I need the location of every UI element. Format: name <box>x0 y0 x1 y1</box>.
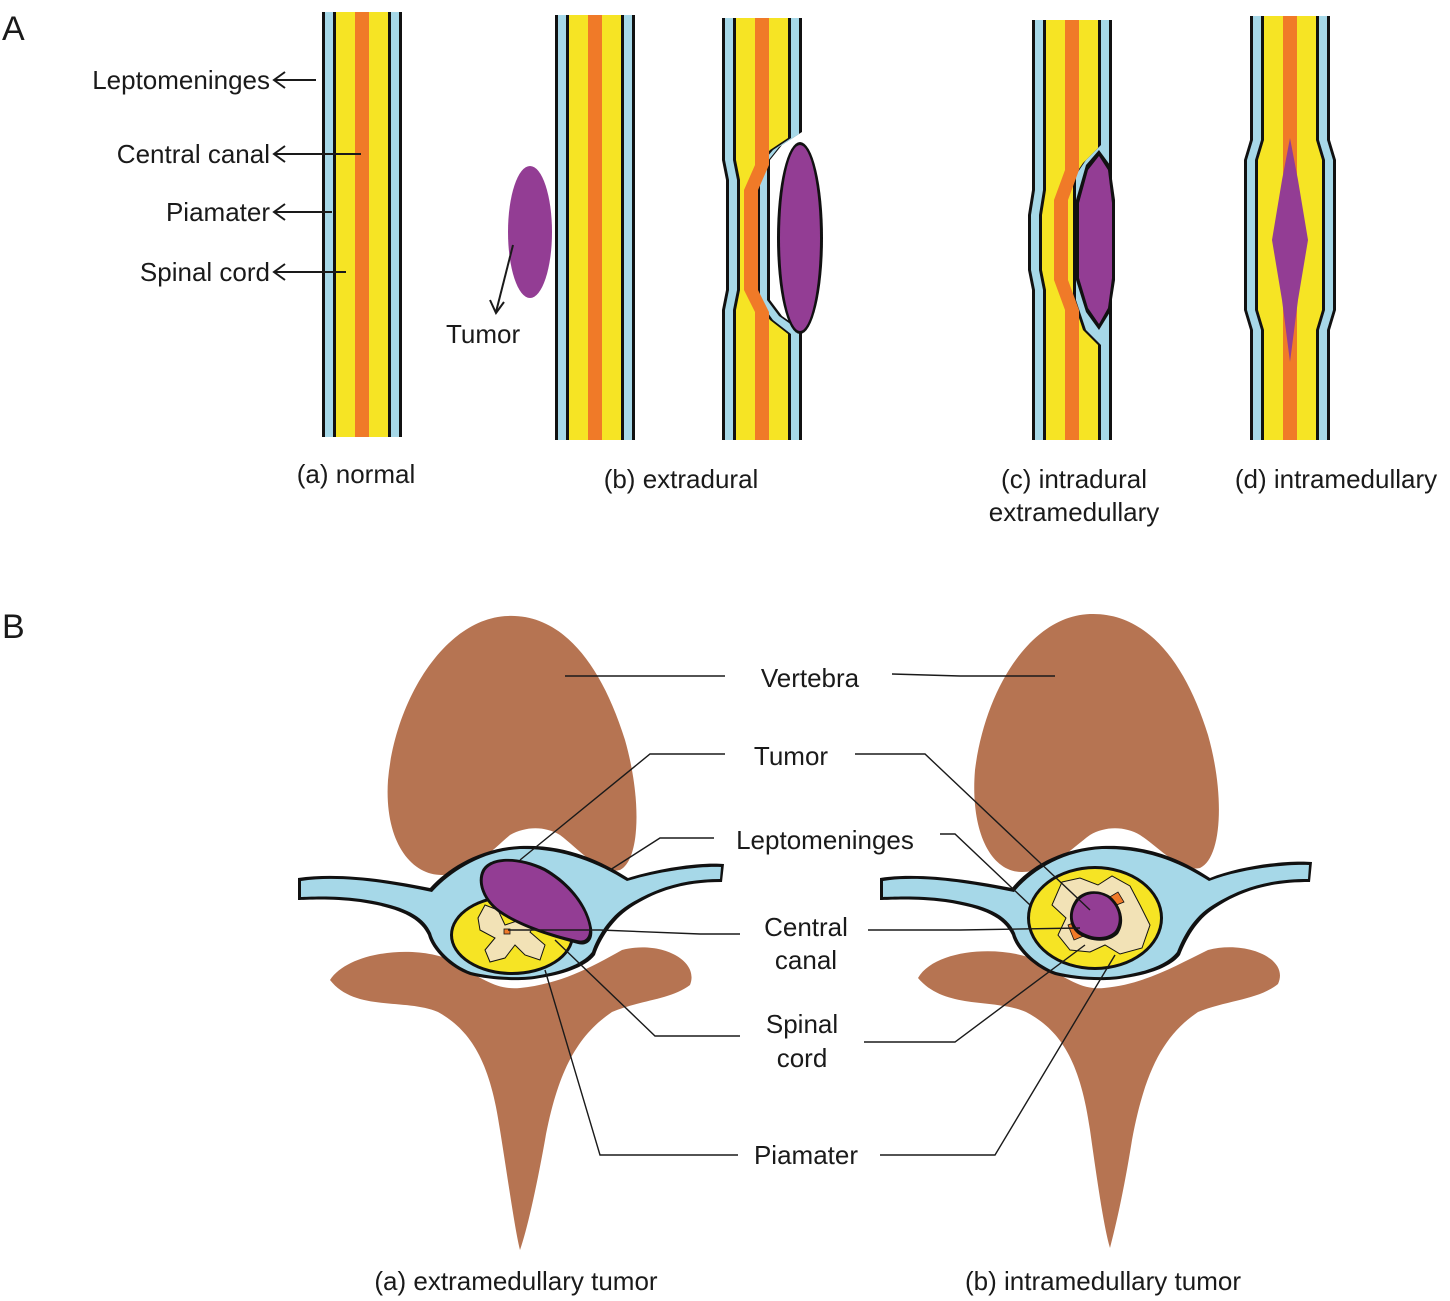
caption-extradural: (b) extradural <box>604 464 759 494</box>
caption-extramedullary-tumor: (a) extramedullary tumor <box>374 1266 658 1296</box>
label-tumor-b: Tumor <box>754 741 828 771</box>
label-piamater-a: Piamater <box>166 197 332 227</box>
label-central-line2: canal <box>775 945 837 975</box>
svg-text:Central canal: Central canal <box>117 139 270 169</box>
label-spinal-cord-a: Spinal cord <box>140 257 346 287</box>
caption-intramedullary-a: (d) intramedullary <box>1235 464 1437 494</box>
label-vertebra: Vertebra <box>761 663 860 693</box>
label-leptomeninges-b: Leptomeninges <box>736 825 914 855</box>
svg-text:Leptomeninges: Leptomeninges <box>92 65 270 95</box>
column-extradural-straight <box>555 15 635 440</box>
vertebra-left <box>330 615 692 1250</box>
label-spinal-line2: cord <box>777 1043 828 1073</box>
caption-intradural-line1: (c) intradural <box>1001 464 1147 494</box>
column-intramedullary <box>1244 16 1336 440</box>
leaders-left <box>508 675 740 1156</box>
svg-text:Piamater: Piamater <box>166 197 270 227</box>
svg-text:Spinal cord: Spinal cord <box>140 257 270 287</box>
leaders-right <box>855 673 1116 1156</box>
label-piamater-b: Piamater <box>754 1140 858 1170</box>
svg-text:Tumor: Tumor <box>446 319 520 349</box>
caption-intramedullary-tumor: (b) intramedullary tumor <box>965 1266 1241 1296</box>
panel-letter-b: B <box>2 608 25 646</box>
tumor-separate: Tumor <box>446 166 552 349</box>
label-central-canal-a: Central canal <box>117 139 361 169</box>
label-leptomeninges-a: Leptomeninges <box>92 65 316 95</box>
column-extradural-compressed <box>722 18 823 440</box>
vertebra-right <box>918 613 1280 1248</box>
caption-normal: (a) normal <box>297 459 415 489</box>
panel-letter-a: A <box>2 10 25 48</box>
caption-intradural-line2: extramedullary <box>989 497 1160 527</box>
column-intradural-extramedullary <box>1028 20 1115 440</box>
column-normal <box>322 12 402 437</box>
tumor-left <box>479 858 593 945</box>
label-spinal-line1: Spinal <box>766 1009 838 1039</box>
label-central-line1: Central <box>764 912 848 942</box>
